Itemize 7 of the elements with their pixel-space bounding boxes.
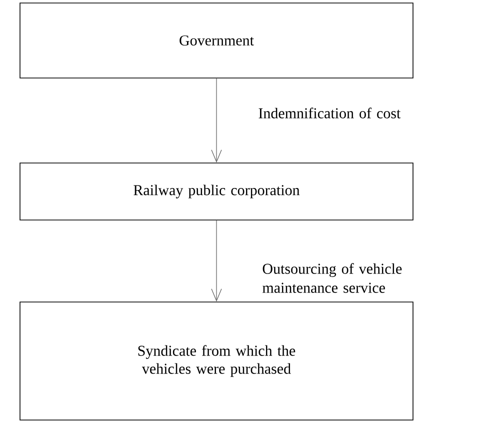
edge-label: Outsourcing of vehicle maintenance service [262,263,402,293]
process-box: Syndicate from which the vehicles were purchased [20,302,414,420]
process-box: Railway public corporation [20,162,414,220]
edge-label: Indemnification of cost [258,108,401,118]
arrow [211,78,222,163]
process-box: Government [20,2,414,78]
arrow [211,220,222,302]
